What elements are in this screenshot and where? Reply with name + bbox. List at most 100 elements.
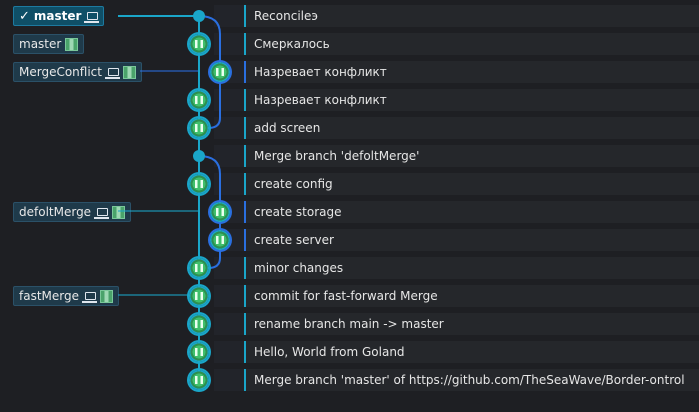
avatar-icon [216, 236, 224, 244]
branch-color-bar [244, 257, 246, 279]
commit-message-cell[interactable] [244, 173, 699, 195]
graph-cell [214, 257, 244, 279]
avatar-icon [65, 37, 79, 51]
laptop-icon [82, 292, 97, 303]
commit-message: rename branch main -> master [254, 317, 444, 331]
avatar-icon [122, 65, 136, 79]
commit-message-cell[interactable] [244, 89, 699, 111]
commit-avatar-node[interactable] [210, 62, 230, 82]
graph-cell [214, 341, 244, 363]
graph-cell [214, 285, 244, 307]
graph-cell [214, 5, 244, 27]
ref-badge-master-head[interactable]: ✓ master [13, 6, 105, 26]
avatar-icon [195, 124, 203, 132]
laptop-icon [94, 208, 110, 219]
graph-cell [214, 313, 244, 335]
commit-message-cell[interactable] [244, 313, 699, 335]
check-icon: ✓ [19, 8, 30, 24]
laptop-icon [104, 68, 120, 79]
graph-cell [214, 173, 244, 195]
commit-message-cell[interactable] [244, 33, 699, 55]
graph-cell [214, 369, 244, 391]
avatar-icon [195, 40, 203, 48]
commit-avatar-node[interactable] [189, 370, 209, 390]
branch-color-bar [244, 117, 246, 139]
avatar-icon [195, 96, 203, 104]
ref-badge-defoltmerge[interactable]: defoltMerge [13, 202, 132, 222]
ref-label: master [19, 37, 62, 51]
commit-message-cell[interactable] [244, 285, 699, 307]
commit-message-cell[interactable] [244, 117, 699, 139]
branch-color-bar [244, 89, 246, 111]
commit-message: add screen [254, 121, 321, 135]
commit-message: Hello, World from Goland [254, 345, 405, 359]
avatar-icon [216, 68, 224, 76]
branch-color-bar [244, 5, 246, 27]
commit-message: minor changes [254, 261, 344, 275]
avatar-icon [216, 208, 224, 216]
avatar-icon [195, 376, 203, 384]
avatar-icon [195, 264, 203, 272]
commit-message: Назревает конфликт [254, 93, 387, 107]
ref-label: defoltMerge [19, 205, 92, 219]
graph-cell [214, 117, 244, 139]
branch-color-bar [244, 173, 246, 195]
merge-commit-dot[interactable] [193, 10, 205, 22]
avatar-icon [100, 289, 113, 303]
commit-message-cell[interactable] [244, 369, 699, 391]
graph-cell [214, 145, 244, 167]
commit-message: create storage [254, 205, 342, 219]
commit-avatar-node[interactable] [189, 286, 209, 306]
commit-message-cell[interactable] [244, 145, 699, 167]
avatar-icon [195, 348, 203, 356]
commit-message: Reconcileэ [254, 9, 318, 23]
ref-badge-master-remote[interactable]: master [13, 34, 85, 54]
commit-message: Merge branch 'defoltMerge' [254, 149, 420, 163]
commit-avatar-node[interactable] [189, 258, 209, 278]
ref-badge-fastmerge[interactable]: fastMerge [13, 286, 119, 306]
commit-avatar-node[interactable] [210, 202, 230, 222]
commit-message-cell[interactable] [244, 229, 699, 251]
laptop-icon [84, 12, 100, 23]
commit-message: create config [254, 177, 333, 191]
avatar-icon [195, 292, 203, 300]
commit-avatar-node[interactable] [189, 174, 209, 194]
commit-message-cell[interactable] [244, 201, 699, 223]
ref-label: master [33, 9, 82, 23]
ref-label: MergeConflict [19, 65, 102, 79]
commit-message-cell[interactable] [244, 61, 699, 83]
avatar-icon [195, 180, 203, 188]
avatar-icon [112, 205, 126, 219]
commit-message-cell[interactable] [244, 5, 699, 27]
commit-avatar-node[interactable] [189, 34, 209, 54]
commit-message: Смеркалось [254, 37, 330, 51]
commit-avatar-node[interactable] [189, 90, 209, 110]
commit-message: create server [254, 233, 334, 247]
avatar-icon [195, 320, 203, 328]
commit-message: Merge branch 'master' of https://github.… [254, 373, 685, 387]
commit-avatar-node[interactable] [189, 342, 209, 362]
commit-avatar-node[interactable] [189, 118, 209, 138]
ref-label: fastMerge [19, 289, 79, 303]
commit-message-cell[interactable] [244, 341, 699, 363]
branch-color-bar [244, 313, 246, 335]
branch-color-bar [244, 229, 246, 251]
branch-color-bar [244, 341, 246, 363]
merge-commit-dot[interactable] [193, 150, 205, 162]
graph-cell [214, 33, 244, 55]
commit-message: Назревает конфликт [254, 65, 387, 79]
branch-color-bar [244, 61, 246, 83]
commit-avatar-node[interactable] [210, 230, 230, 250]
branch-color-bar [244, 33, 246, 55]
commit-avatar-node[interactable] [189, 314, 209, 334]
commit-message-cell[interactable] [244, 257, 699, 279]
commit-message: commit for fast-forward Merge [254, 289, 438, 303]
branch-color-bar [244, 145, 246, 167]
branch-color-bar [244, 285, 246, 307]
branch-color-bar [244, 369, 246, 391]
graph-cell [214, 89, 244, 111]
branch-color-bar [244, 201, 246, 223]
ref-badge-mergeconflict[interactable]: MergeConflict [13, 62, 142, 82]
